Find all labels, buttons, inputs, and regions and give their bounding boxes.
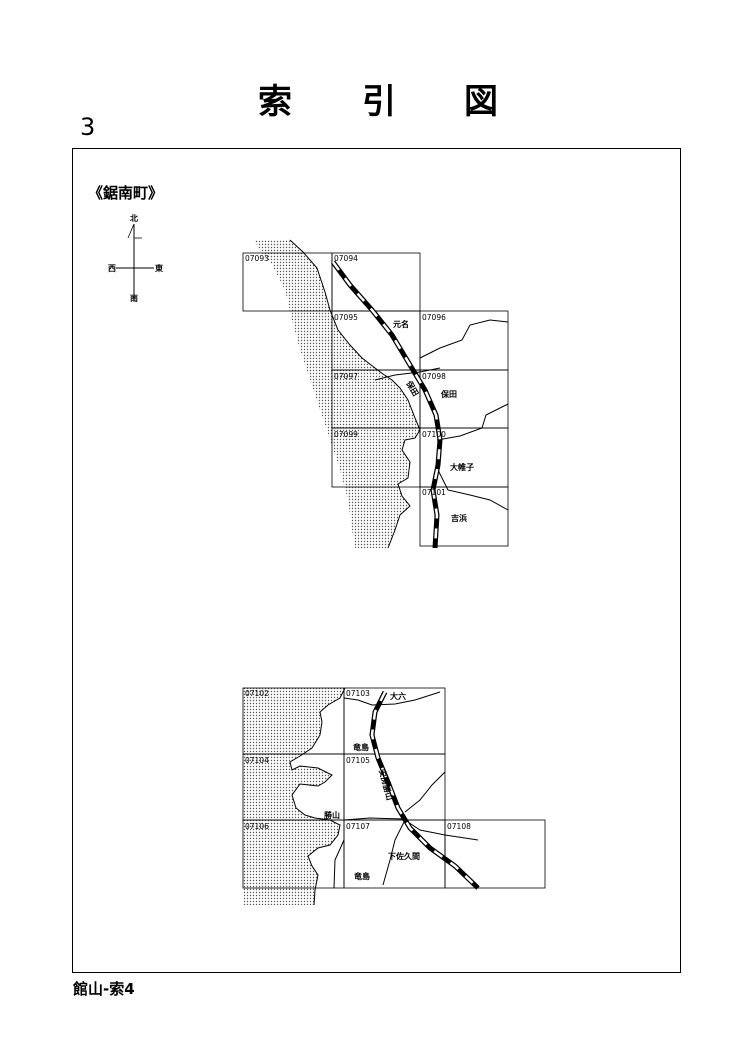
place-label: 大帷子 <box>450 462 474 472</box>
place-label: 元名 <box>393 319 409 329</box>
sheet-label: 07103 <box>346 689 370 698</box>
sheet-label: 07106 <box>245 822 269 831</box>
sheet-label: 07093 <box>245 254 269 263</box>
coastline-upper <box>289 239 421 549</box>
railway-upper-inner <box>331 261 442 549</box>
sheet-label: 07100 <box>422 430 446 439</box>
place-label: 竜島 <box>354 871 370 881</box>
title-char-2: 引 <box>362 82 396 122</box>
sheet-label: 07098 <box>422 372 446 381</box>
place-label: 大六 <box>390 691 406 701</box>
sheet-label: 07094 <box>334 254 358 263</box>
sheet-label: 07095 <box>334 313 358 322</box>
compass-west: 西 <box>108 264 116 273</box>
sheet-label: 07096 <box>422 313 446 322</box>
place-label: 勝山 <box>324 810 340 820</box>
town-name: 《鋸南町》 <box>88 184 164 202</box>
sheet-label: 07104 <box>245 756 269 765</box>
sheet-label: 07097 <box>334 372 358 381</box>
title-char-3: 図 <box>464 82 498 122</box>
sheet-label: 07108 <box>447 822 471 831</box>
sheet-grid-upper <box>242 252 509 547</box>
roads-lower <box>333 691 479 889</box>
railway-lower-inner <box>370 691 479 889</box>
sea-area-lower <box>243 688 345 905</box>
sheet-label: 07099 <box>334 430 358 439</box>
place-label: 保田 <box>440 389 457 399</box>
roads-upper <box>374 319 509 511</box>
place-label: 吉浜 <box>451 513 467 523</box>
sheet-label: 07102 <box>245 689 269 698</box>
sea-area-upper <box>255 240 420 548</box>
station-label: 安房勝山 <box>377 768 395 801</box>
compass-north: 北 <box>130 213 138 223</box>
coastline-lower <box>289 687 346 906</box>
title-char-1: 索 <box>258 82 292 122</box>
place-label: 下佐久間 <box>388 851 420 861</box>
sheet-grid-lower <box>242 687 546 889</box>
sheet-label: 07107 <box>346 822 370 831</box>
sheet-label: 07105 <box>346 756 370 765</box>
sheet-label: 07101 <box>422 488 446 497</box>
place-label: 竜島 <box>353 742 369 752</box>
page-number: 3 <box>80 113 96 141</box>
footer-label: 館山-索4 <box>73 980 135 998</box>
compass-east: 東 <box>155 263 163 273</box>
compass-rose: 北 西 東 南 <box>108 213 163 302</box>
compass-south: 南 <box>130 293 138 302</box>
map-frame <box>72 148 681 973</box>
